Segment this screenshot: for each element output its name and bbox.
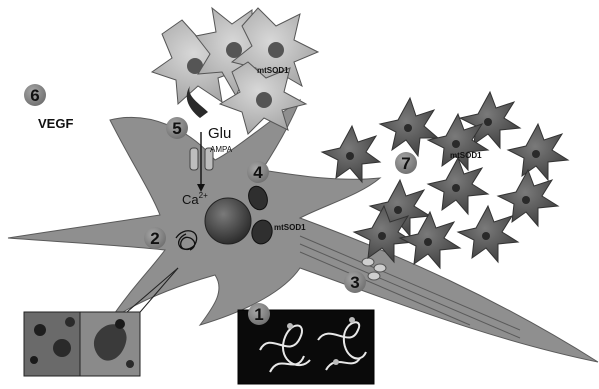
marker-5-label: 5	[172, 119, 181, 138]
mtsod1-microglia-label: mtSOD1	[450, 151, 482, 160]
marker-3-label: 3	[350, 273, 359, 292]
mtsod1-neuron-label: mtSOD1	[274, 223, 306, 232]
ampa-label: AMPA	[210, 145, 233, 154]
marker-6: 6	[24, 84, 46, 106]
glu-label: Glu	[208, 125, 231, 142]
vegf-label: VEGF	[38, 116, 73, 131]
marker-3: 3	[344, 271, 366, 293]
marker-1: 1	[248, 303, 270, 325]
marker-7-label: 7	[401, 154, 410, 173]
mtsod1-astrocyte-label: mtSOD1	[257, 66, 289, 75]
inset-em-images	[24, 310, 374, 384]
marker-2: 2	[144, 227, 166, 249]
axonal-vesicle	[362, 258, 374, 266]
astrocyte-nucleus	[256, 92, 272, 108]
marker-4: 4	[247, 161, 269, 183]
marker-6-label: 6	[30, 86, 39, 105]
marker-1-label: 1	[254, 305, 263, 324]
astrocyte-nucleus	[268, 42, 284, 58]
marker-5: 5	[166, 117, 188, 139]
marker-7: 7	[395, 152, 417, 174]
neuron-nucleus	[205, 198, 251, 244]
marker-4-label: 4	[253, 163, 263, 182]
marker-2-label: 2	[150, 229, 159, 248]
axonal-vesicle	[368, 272, 380, 280]
axonal-vesicle	[374, 264, 386, 272]
